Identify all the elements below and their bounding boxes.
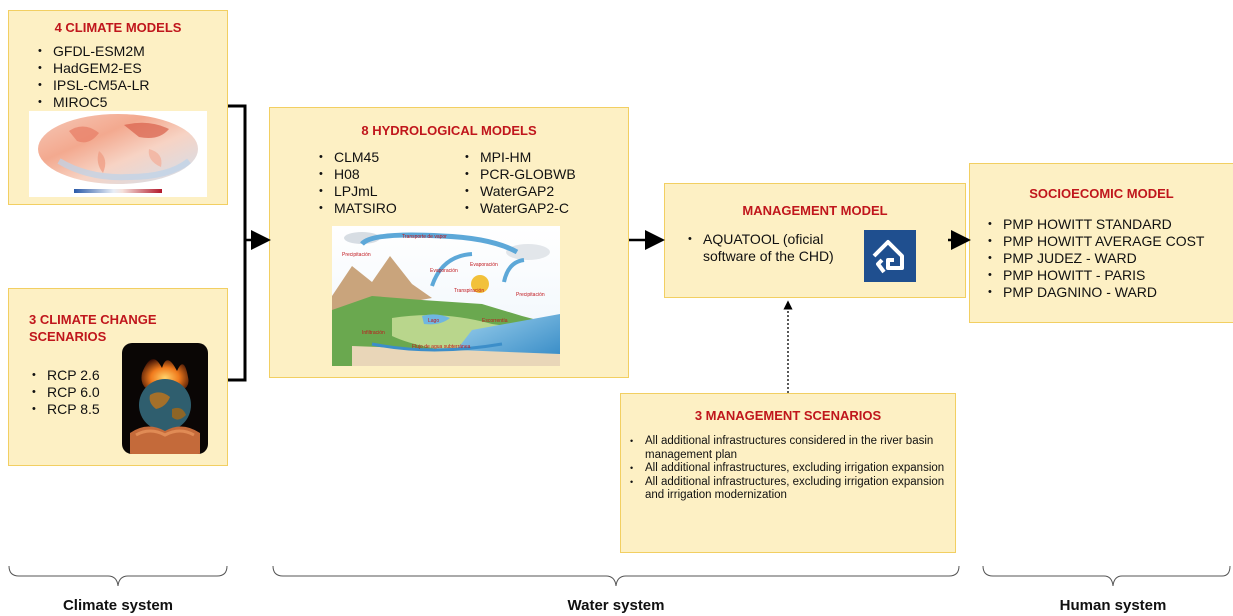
wc-label-precip2: Precipitación	[516, 292, 545, 298]
list-item: AQUATOOL (oficial software of the CHD)	[685, 231, 834, 265]
list-item: PMP HOWITT AVERAGE COST	[985, 233, 1204, 250]
water-system-label: Water system	[567, 597, 665, 614]
wc-label-escorrentia: Escorrentía	[482, 318, 508, 324]
management-scenarios-box: 3 MANAGEMENT SCENARIOS All additional in…	[620, 393, 956, 553]
water-cycle-illustration-icon: Transporte de vapor Precipitación Evapor…	[332, 226, 560, 366]
climate-scenarios-box: 3 CLIMATE CHANGE SCENARIOS RCP 2.6 RCP 6…	[8, 288, 228, 466]
list-item: GFDL-ESM2M	[35, 43, 149, 60]
list-item: PMP JUDEZ - WARD	[985, 250, 1204, 267]
list-item: All additional infrastructures, excludin…	[623, 476, 951, 503]
list-item: RCP 8.5	[29, 401, 100, 418]
wc-label-evaporacion2: Evaporación	[470, 262, 498, 268]
human-system-label: Human system	[1059, 597, 1167, 614]
list-item: WaterGAP2-C	[462, 200, 576, 217]
hydrological-models-box: 8 HYDROLOGICAL MODELS CLM45 H08 LPJmL MA…	[269, 107, 629, 378]
hydrological-models-col1: CLM45 H08 LPJmL MATSIRO	[316, 149, 397, 217]
management-model-item-line2: software of the CHD)	[703, 248, 834, 264]
climate-merge-bracket	[228, 104, 247, 382]
management-scenarios-title: 3 MANAGEMENT SCENARIOS	[694, 408, 882, 423]
wc-label-evapotrans: Transpiración	[454, 288, 484, 294]
hydrological-models-title: 8 HYDROLOGICAL MODELS	[361, 123, 537, 138]
wc-label-transport: Transporte de vapor	[402, 234, 447, 240]
list-item: All additional infrastructures, excludin…	[623, 462, 951, 476]
wc-label-evaporacion: Evaporación	[430, 268, 458, 274]
list-item: CLM45	[316, 149, 397, 166]
climate-scenarios-title: 3 CLIMATE CHANGE SCENARIOS	[29, 311, 157, 345]
climate-models-list: GFDL-ESM2M HadGEM2-ES IPSL-CM5A-LR MIROC…	[35, 43, 149, 111]
socioeconomic-model-list: PMP HOWITT STANDARD PMP HOWITT AVERAGE C…	[985, 216, 1204, 301]
wc-label-lago: Lago	[428, 318, 439, 324]
human-system-brace	[982, 565, 1231, 587]
wc-label-flujo: Flujo de agua subterránea	[412, 344, 471, 350]
list-item: H08	[316, 166, 397, 183]
list-item: PMP DAGNINO - WARD	[985, 284, 1204, 301]
list-item: PCR-GLOBWB	[462, 166, 576, 183]
climate-models-title: 4 CLIMATE MODELS	[54, 20, 182, 35]
socioeconomic-model-title: SOCIOECOMIC MODEL	[1029, 186, 1174, 201]
list-item: MATSIRO	[316, 200, 397, 217]
climate-system-brace	[8, 565, 228, 587]
list-item: MPI-HM	[462, 149, 576, 166]
list-item: PMP HOWITT STANDARD	[985, 216, 1204, 233]
list-item: WaterGAP2	[462, 183, 576, 200]
list-item: HadGEM2-ES	[35, 60, 149, 77]
aquatool-logo-icon	[864, 230, 916, 282]
management-model-list: AQUATOOL (oficial software of the CHD)	[685, 231, 834, 265]
world-temperature-map-icon	[29, 111, 207, 197]
climate-scenarios-title-line1: 3 CLIMATE CHANGE	[29, 312, 157, 327]
wc-label-precip1: Precipitación	[342, 252, 371, 258]
hydrological-models-col2: MPI-HM PCR-GLOBWB WaterGAP2 WaterGAP2-C	[462, 149, 576, 217]
list-item: PMP HOWITT - PARIS	[985, 267, 1204, 284]
management-scenarios-list: All additional infrastructures considere…	[623, 435, 951, 503]
list-item: RCP 2.6	[29, 367, 100, 384]
climate-scenarios-list: RCP 2.6 RCP 6.0 RCP 8.5	[29, 367, 100, 418]
list-item: MIROC5	[35, 94, 149, 111]
socioeconomic-model-box: SOCIOECOMIC MODEL PMP HOWITT STANDARD PM…	[969, 163, 1233, 323]
management-model-title: MANAGEMENT MODEL	[742, 203, 888, 218]
list-item: All additional infrastructures considere…	[623, 435, 951, 462]
list-item: IPSL-CM5A-LR	[35, 77, 149, 94]
burning-earth-icon	[122, 343, 208, 454]
climate-system-label: Climate system	[62, 597, 174, 614]
list-item: LPJmL	[316, 183, 397, 200]
water-system-brace	[272, 565, 960, 587]
wc-label-infiltracion: Infiltración	[362, 330, 385, 336]
management-model-item-line1: AQUATOOL (oficial	[703, 231, 824, 247]
climate-scenarios-title-line2: SCENARIOS	[29, 329, 107, 344]
climate-models-box: 4 CLIMATE MODELS GFDL-ESM2M HadGEM2-ES I…	[8, 10, 228, 205]
list-item: RCP 6.0	[29, 384, 100, 401]
